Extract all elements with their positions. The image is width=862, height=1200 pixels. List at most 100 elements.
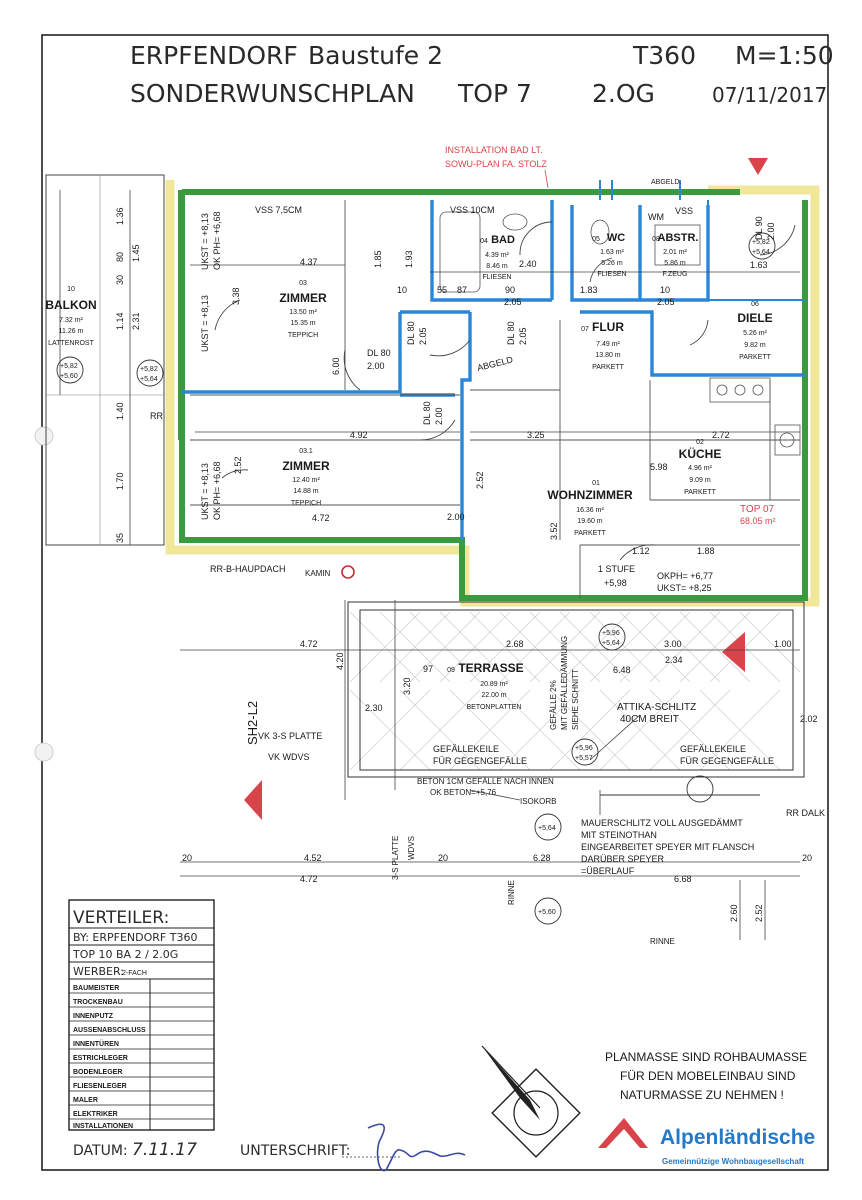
svg-text:15.35 m: 15.35 m: [290, 320, 315, 327]
note-line-3: NATURMASSE ZU NEHMEN !: [620, 1088, 784, 1102]
svg-text:3.00: 3.00: [664, 639, 682, 649]
svg-text:2.05: 2.05: [518, 327, 528, 345]
okph-1: OK PH= +6,68: [212, 211, 222, 270]
room-bad: 04 BAD 4.39 m² 8.46 m FLIESEN: [480, 234, 515, 281]
svg-text:DL 90: DL 90: [754, 216, 764, 240]
svg-text:2.05: 2.05: [504, 297, 522, 307]
okph-4: OKPH= +6,77: [657, 571, 713, 581]
svg-text:1.45: 1.45: [131, 244, 141, 262]
svg-text:PARKETT: PARKETT: [574, 530, 606, 537]
svg-text:2.05: 2.05: [657, 297, 675, 307]
svg-text:5.26 m: 5.26 m: [601, 260, 623, 267]
vss-note-1: VSS 7,5CM: [255, 205, 302, 215]
gefaellekeile-2: GEFÄLLEKEILE: [680, 744, 746, 754]
project-code: T360: [632, 41, 696, 70]
datum-value: 7.11.17: [132, 1140, 197, 1160]
punch-hole: [34, 426, 54, 446]
signature-label: UNTERSCHRIFT:: [240, 1143, 350, 1159]
distribution-row: AUSSENABSCHLUSS: [73, 1027, 146, 1034]
svg-text:10: 10: [67, 286, 75, 293]
distribution-row: INNENPUTZ: [73, 1013, 114, 1020]
svg-text:2.68: 2.68: [506, 639, 524, 649]
svg-text:2.52: 2.52: [754, 904, 764, 922]
okph-3: OK PH= +6,68: [212, 461, 222, 520]
installation-note-2: SOWU-PLAN FA. STOLZ: [445, 159, 547, 169]
vss-note-2: VSS 10CM: [450, 205, 495, 215]
terrace-hatch: [349, 611, 801, 771]
svg-text:20.89 m²: 20.89 m²: [480, 681, 508, 688]
project-name: ERPFENDORF: [130, 41, 298, 70]
gefaelle-2pct: GEFÄLLE 2%: [549, 680, 558, 730]
svg-text:7.32 m²: 7.32 m²: [59, 317, 83, 324]
svg-text:1.12: 1.12: [632, 546, 650, 556]
svg-text:DL 80: DL 80: [367, 348, 391, 358]
plan-type: SONDERWUNSCHPLAN: [130, 79, 415, 108]
level-1: +5,82: [60, 363, 78, 370]
ukst-4: UKST= +8,25: [657, 583, 712, 593]
werber-value: 2-FACH: [122, 970, 147, 977]
level-12: +5,64: [752, 249, 770, 256]
sheet-border: [41, 34, 829, 1171]
svg-text:LATTENROST: LATTENROST: [48, 340, 94, 347]
svg-text:3.52: 3.52: [549, 522, 559, 540]
scale: M=1:50: [735, 41, 834, 70]
svg-text:4.52: 4.52: [304, 853, 322, 863]
north-arrow-icon: [481, 1045, 581, 1158]
svg-text:55: 55: [437, 285, 447, 295]
svg-text:97: 97: [423, 664, 433, 674]
svg-text:06: 06: [751, 301, 759, 308]
terrace-outline: [347, 601, 805, 796]
svg-text:2.00: 2.00: [447, 512, 465, 522]
svg-text:10: 10: [660, 285, 670, 295]
svg-text:20: 20: [182, 853, 192, 863]
svg-text:19.60 m: 19.60 m: [577, 518, 602, 525]
svg-text:1.00: 1.00: [774, 639, 792, 649]
brand-name: Alpenländische: [660, 1126, 815, 1149]
svg-text:4.72: 4.72: [300, 874, 318, 884]
level-7: +5,96: [575, 745, 593, 752]
mauer-note-3: EINGEARBEITET SPEYER MIT FLANSCH: [581, 842, 754, 852]
title-block: ERPFENDORF Baustufe 2 T360 M=1:50 SONDER…: [130, 41, 834, 108]
room-zimmer-03: 03 ZIMMER 13.50 m² 15.35 m TEPPICH: [279, 280, 327, 339]
wm-note: WM: [648, 212, 664, 222]
room-labels: 10 BALKON 7.32 m² 11.26 m LATTENROST 03 …: [45, 232, 772, 711]
room-wc: 05 WC 1.63 m² 5.26 m FLIESEN: [592, 232, 626, 278]
svg-text:TEPPICH: TEPPICH: [288, 332, 318, 339]
svg-text:6.68: 6.68: [674, 874, 692, 884]
stufe-note: 1 STUFE: [598, 564, 635, 574]
svg-text:2.02: 2.02: [800, 714, 818, 724]
level-6: +5,64: [602, 640, 620, 647]
stufe-level: +5,98: [604, 578, 627, 588]
beton-note-1: BETON 1CM GEFÄLLE NACH INNEN: [417, 777, 554, 786]
svg-text:DL 80: DL 80: [422, 401, 432, 425]
distribution-row: BAUMEISTER: [73, 985, 119, 992]
distribution-table: VERTEILER: BY: ERPFENDORF T360 TOP 10 BA…: [68, 899, 215, 1131]
svg-text:02: 02: [696, 439, 704, 446]
svg-text:2.30: 2.30: [365, 703, 383, 713]
chimney-symbol: [341, 565, 355, 579]
room-diele: 06 DIELE 5.26 m² 9.82 m PARKETT: [737, 301, 772, 361]
rinne-1: RINNE: [507, 880, 516, 905]
svg-text:12.40 m²: 12.40 m²: [292, 477, 320, 484]
svg-text:1.70: 1.70: [115, 472, 125, 490]
svg-text:3.20: 3.20: [402, 677, 412, 695]
isokorb-note: ISOKORB: [520, 797, 556, 806]
ukst-1: UKST = +8,13: [200, 213, 210, 270]
svg-text:F.ZEUG: F.ZEUG: [663, 271, 688, 278]
svg-text:90: 90: [505, 285, 515, 295]
section-markers: [244, 158, 768, 820]
svg-text:13.50 m²: 13.50 m²: [289, 309, 317, 316]
annotation-texts: INSTALLATION BAD LT. SOWU-PLAN FA. STOLZ…: [60, 145, 825, 946]
svg-text:1.14: 1.14: [115, 312, 125, 330]
svg-text:16.36 m²: 16.36 m²: [576, 507, 604, 514]
unit-label: TOP 07: [740, 504, 775, 515]
datum-label: DATUM:: [73, 1143, 128, 1159]
svg-text:PARKETT: PARKETT: [739, 354, 771, 361]
rr-hauptdach: RR-B-HAUPDACH: [210, 564, 286, 574]
svg-text:22.00 m: 22.00 m: [481, 692, 506, 699]
level-9: +5,64: [538, 825, 556, 832]
svg-text:5.86 m: 5.86 m: [664, 260, 686, 267]
svg-text:2.01 m²: 2.01 m²: [663, 249, 687, 256]
svg-text:BAD: BAD: [491, 234, 515, 246]
svg-text:03.1: 03.1: [299, 448, 313, 455]
